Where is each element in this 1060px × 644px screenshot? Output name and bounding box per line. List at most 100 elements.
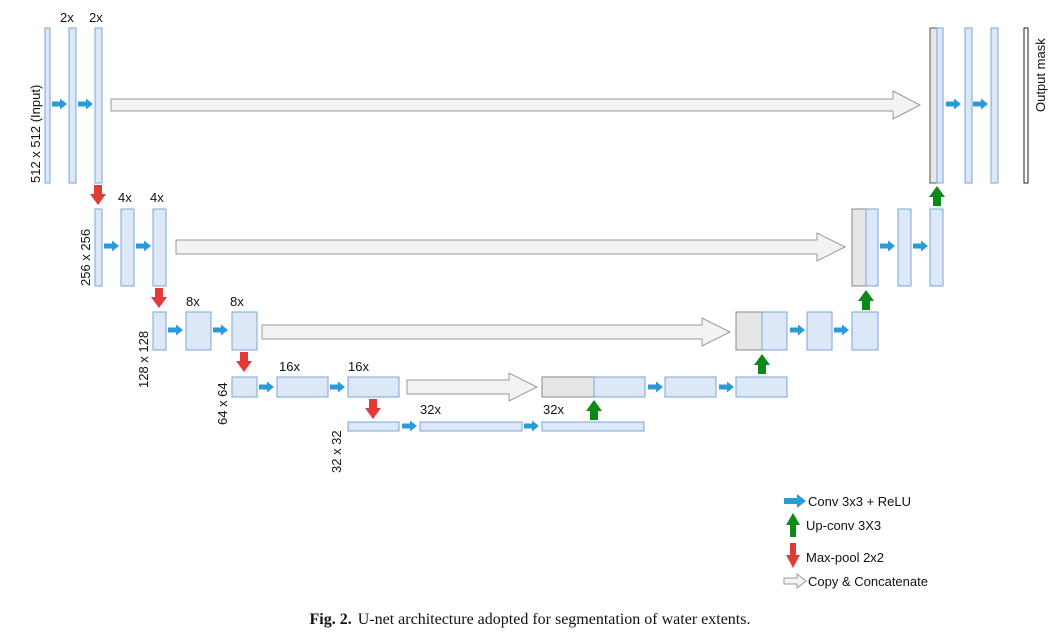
concat-block-3-copied	[735, 311, 763, 351]
up-conv-arrow-icon	[586, 400, 602, 420]
conv-block-3a	[185, 311, 212, 351]
figure-number: Fig. 2.	[309, 611, 352, 628]
concat-block-1-copied	[929, 27, 938, 184]
conv-block-4b	[347, 376, 400, 398]
conv-arrow-icon	[719, 381, 734, 393]
filter-label: 16x	[348, 359, 369, 374]
legend-label: Max-pool 2x2	[806, 550, 884, 565]
max-pool-arrow-icon	[365, 399, 381, 419]
conv-arrow-icon	[973, 98, 988, 110]
concat-block-4-copied	[541, 376, 595, 398]
output-mask-label: Output mask	[1033, 38, 1048, 112]
conv-block-d2a	[897, 208, 912, 287]
level-4-decoder	[541, 376, 788, 398]
conv-block-5a	[419, 421, 523, 432]
conv-arrow-icon	[402, 420, 417, 432]
legend: Conv 3x3 + ReLU Up-conv 3X3 Max-pool 2x2…	[783, 494, 928, 590]
conv-block-2b	[152, 208, 167, 287]
concat-block-2-upsampled	[865, 208, 879, 287]
conv-arrow-icon	[168, 324, 183, 336]
conv-block-d4a	[664, 376, 717, 398]
legend-label: Conv 3x3 + ReLU	[808, 494, 911, 509]
concat-block-1-upsampled	[936, 27, 944, 184]
filter-label: 32x	[543, 402, 564, 417]
max-pool-arrow-icon	[786, 543, 800, 568]
conv-block-1b	[94, 27, 103, 184]
pooled-block-2	[94, 208, 103, 287]
filter-label: 16x	[279, 359, 300, 374]
conv-arrow-icon	[78, 98, 93, 110]
conv-arrow-icon	[834, 324, 849, 336]
level-2-encoder	[94, 208, 167, 287]
conv-arrow-icon	[52, 98, 67, 110]
level-4-encoder	[231, 376, 400, 398]
copy-concatenate-arrow-icon	[110, 90, 922, 120]
resolution-label: 32 x 32	[329, 430, 344, 473]
conv-arrow-icon	[330, 381, 345, 393]
level-3-decoder	[735, 311, 879, 351]
copy-concatenate-arrow-icon	[175, 232, 847, 262]
up-conv-arrow-icon	[786, 513, 800, 537]
level-3-encoder	[152, 311, 258, 351]
copy-concatenate-arrow-icon	[261, 317, 732, 347]
concat-block-4-upsampled	[593, 376, 646, 398]
conv-block-5b	[541, 421, 645, 432]
up-conv-arrow-icon	[858, 290, 874, 310]
caption-text: U-net architecture adopted for segmentat…	[357, 611, 751, 628]
conv-block-2a	[120, 208, 135, 287]
level-1-decoder	[929, 27, 1029, 184]
concat-block-3-upsampled	[761, 311, 788, 351]
level-1-encoder	[44, 27, 103, 184]
filter-label: 8x	[230, 294, 244, 309]
pooled-block-4	[231, 376, 258, 398]
max-pool-arrow-icon	[151, 288, 167, 308]
conv-arrow-icon	[784, 494, 806, 508]
conv-arrow-icon	[913, 240, 928, 252]
pooled-block-5	[347, 421, 400, 432]
conv-arrow-icon	[259, 381, 274, 393]
copy-concatenate-arrow-icon	[783, 572, 807, 590]
copy-concatenate-arrow-icon	[406, 372, 539, 402]
conv-block-d3b	[851, 311, 879, 351]
filter-label: 4x	[118, 190, 132, 205]
conv-arrow-icon	[946, 98, 961, 110]
filter-label: 2x	[89, 10, 103, 25]
up-conv-arrow-icon	[754, 354, 770, 374]
conv-block-3b	[231, 311, 258, 351]
output-mask-block	[1023, 27, 1029, 184]
figure-caption: Fig. 2. U-net architecture adopted for se…	[0, 611, 1060, 629]
conv-arrow-icon	[790, 324, 805, 336]
resolution-label: 64 x 64	[215, 382, 230, 425]
conv-arrow-icon	[104, 240, 119, 252]
legend-label: Up-conv 3X3	[806, 518, 881, 533]
level-5-bottleneck	[347, 420, 645, 432]
up-conv-arrow-icon	[929, 186, 945, 206]
conv-block-d2b	[929, 208, 944, 287]
conv-block-d3a	[806, 311, 833, 351]
input-block	[44, 27, 51, 184]
conv-arrow-icon	[524, 420, 539, 432]
pooled-block-3	[152, 311, 167, 351]
filter-label: 4x	[150, 190, 164, 205]
unet-diagram: 2x 2x 4x 4x 8x 8x 16x 16x 32x 32x 512 x …	[28, 10, 1048, 590]
filter-label: 8x	[186, 294, 200, 309]
resolution-label: 256 x 256	[78, 229, 93, 286]
conv-block-d1b	[990, 27, 999, 184]
resolution-label: 128 x 128	[136, 331, 151, 388]
conv-arrow-icon	[136, 240, 151, 252]
conv-arrow-icon	[213, 324, 228, 336]
level-2-decoder	[851, 208, 944, 287]
conv-block-1a	[68, 27, 77, 184]
conv-block-d1a	[964, 27, 973, 184]
conv-block-d4b	[735, 376, 788, 398]
input-resolution-label: 512 x 512 (Input)	[28, 85, 43, 183]
filter-label: 2x	[60, 10, 74, 25]
legend-label: Copy & Concatenate	[808, 574, 928, 589]
conv-arrow-icon	[648, 381, 663, 393]
conv-arrow-icon	[880, 240, 895, 252]
concat-block-2-copied	[851, 208, 867, 287]
max-pool-arrow-icon	[90, 185, 106, 205]
conv-block-4a	[276, 376, 329, 398]
filter-label: 32x	[420, 402, 441, 417]
max-pool-arrow-icon	[236, 352, 252, 372]
